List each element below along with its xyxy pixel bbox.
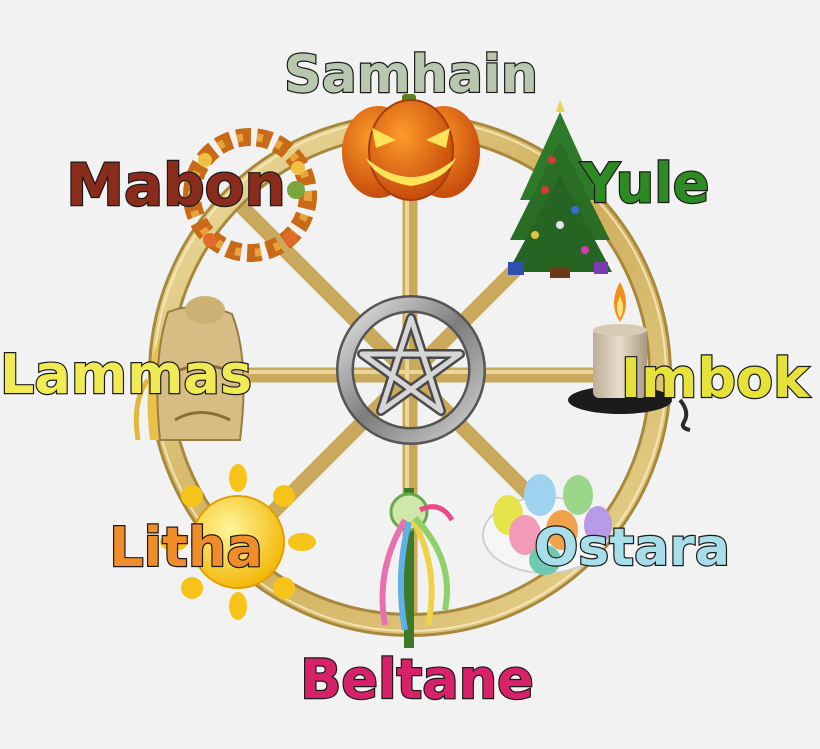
- label-yule: Yule: [580, 152, 710, 215]
- easter-eggs-icon: [482, 474, 612, 575]
- label-lammas: Lammas: [0, 343, 252, 406]
- label-samhain: Samhain: [284, 45, 538, 105]
- wheat-sheaf-icon: [133, 296, 245, 441]
- candle-icon: [568, 282, 691, 432]
- label-beltane: Beltane: [300, 648, 534, 711]
- autumn-wreath-icon: [183, 128, 317, 262]
- jack-o-lantern-icon: [342, 94, 480, 201]
- christmas-tree-icon: [508, 100, 612, 278]
- label-ostara: Ostara: [534, 518, 730, 578]
- festival-labels: Samhain Yule Imbok Ostara Beltane Litha …: [0, 44, 811, 712]
- maypole-icon: [379, 488, 455, 648]
- label-mabon: Mabon: [66, 151, 286, 219]
- label-litha: Litha: [109, 516, 263, 579]
- sun-icon: [160, 464, 316, 620]
- label-imbolc: Imbok: [621, 347, 810, 410]
- pentacle-icon: [336, 295, 486, 445]
